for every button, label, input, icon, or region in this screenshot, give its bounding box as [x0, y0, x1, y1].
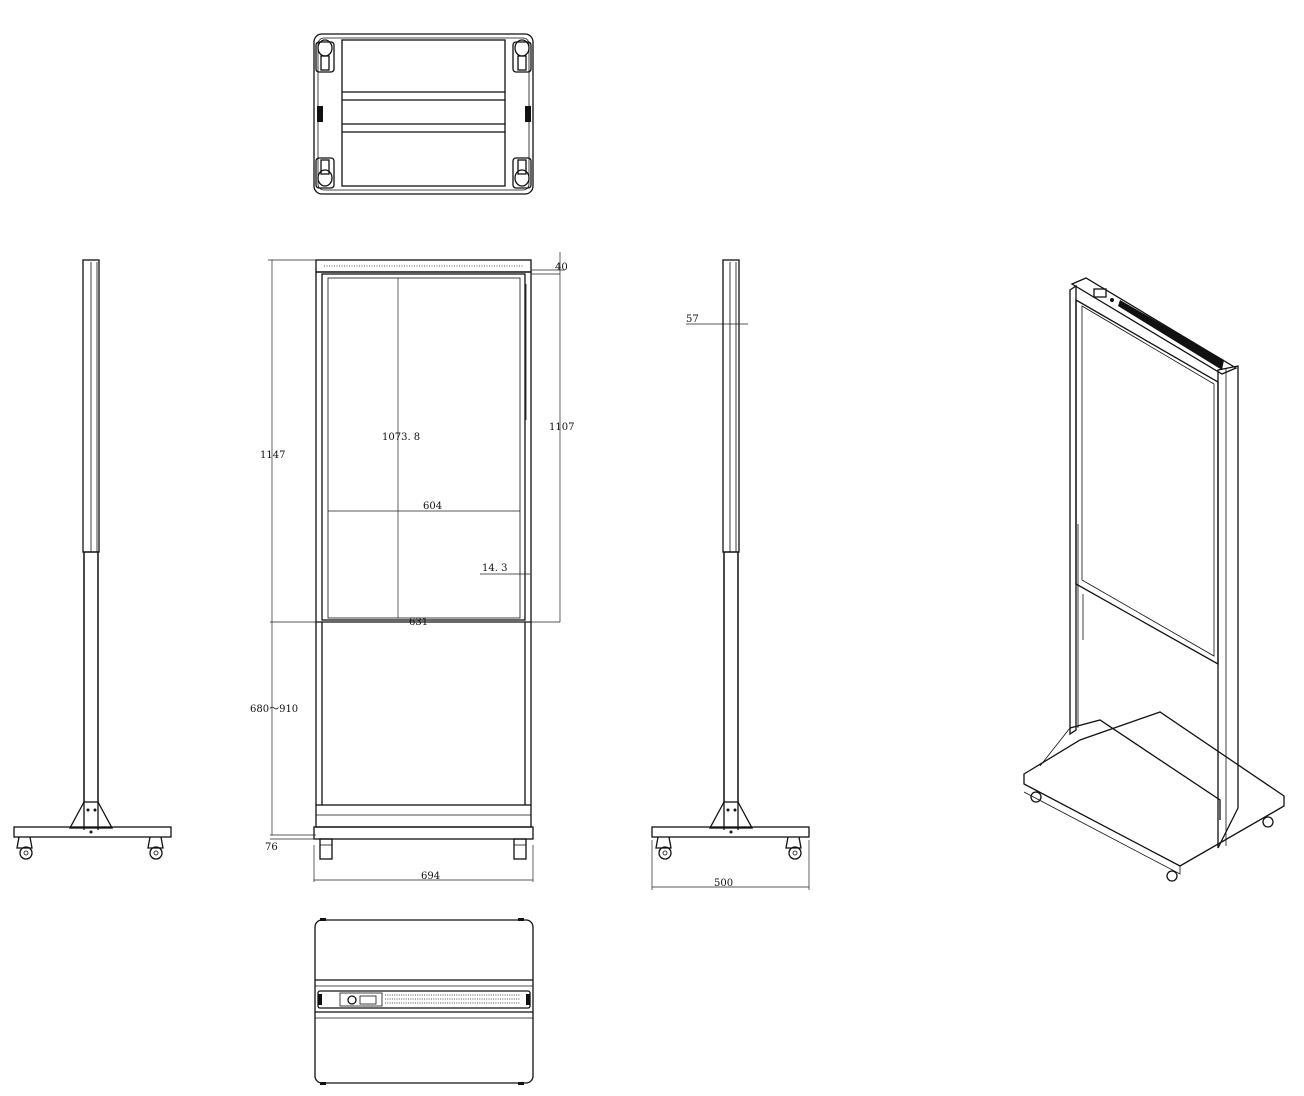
caster-icon	[512, 39, 532, 73]
caster-icon	[655, 836, 672, 860]
dim-front-top-offset: 40	[555, 262, 568, 273]
caster-icon	[513, 838, 527, 860]
perspective-view	[1023, 277, 1285, 882]
dim-adjustable-height: 680～910	[250, 704, 298, 715]
dim-overall-width: 694	[421, 871, 440, 882]
caster-icon	[319, 838, 333, 860]
caster-icon	[512, 157, 532, 189]
bottom-view	[314, 918, 534, 1085]
dim-screen-width: 604	[423, 501, 442, 512]
dim-base-depth: 500	[714, 878, 733, 889]
caster-icon	[315, 39, 335, 73]
top-view	[313, 33, 534, 195]
dim-screen-frame-height: 1107	[549, 422, 574, 433]
left-side-view	[13, 259, 172, 860]
caster-icon	[785, 836, 802, 860]
dim-screen-frame-width: 631	[409, 617, 428, 628]
front-view	[268, 252, 565, 882]
dim-caster-height: 76	[265, 842, 278, 853]
caster-icon	[147, 836, 164, 860]
caster-icon	[16, 836, 33, 860]
right-side-view	[651, 259, 810, 890]
caster-icon	[315, 157, 335, 189]
dim-side-thickness: 57	[686, 314, 699, 325]
dim-bezel-width: 14. 3	[482, 563, 507, 574]
dim-total-height: 1147	[260, 450, 285, 461]
dim-screen-height: 1073. 8	[382, 432, 420, 443]
